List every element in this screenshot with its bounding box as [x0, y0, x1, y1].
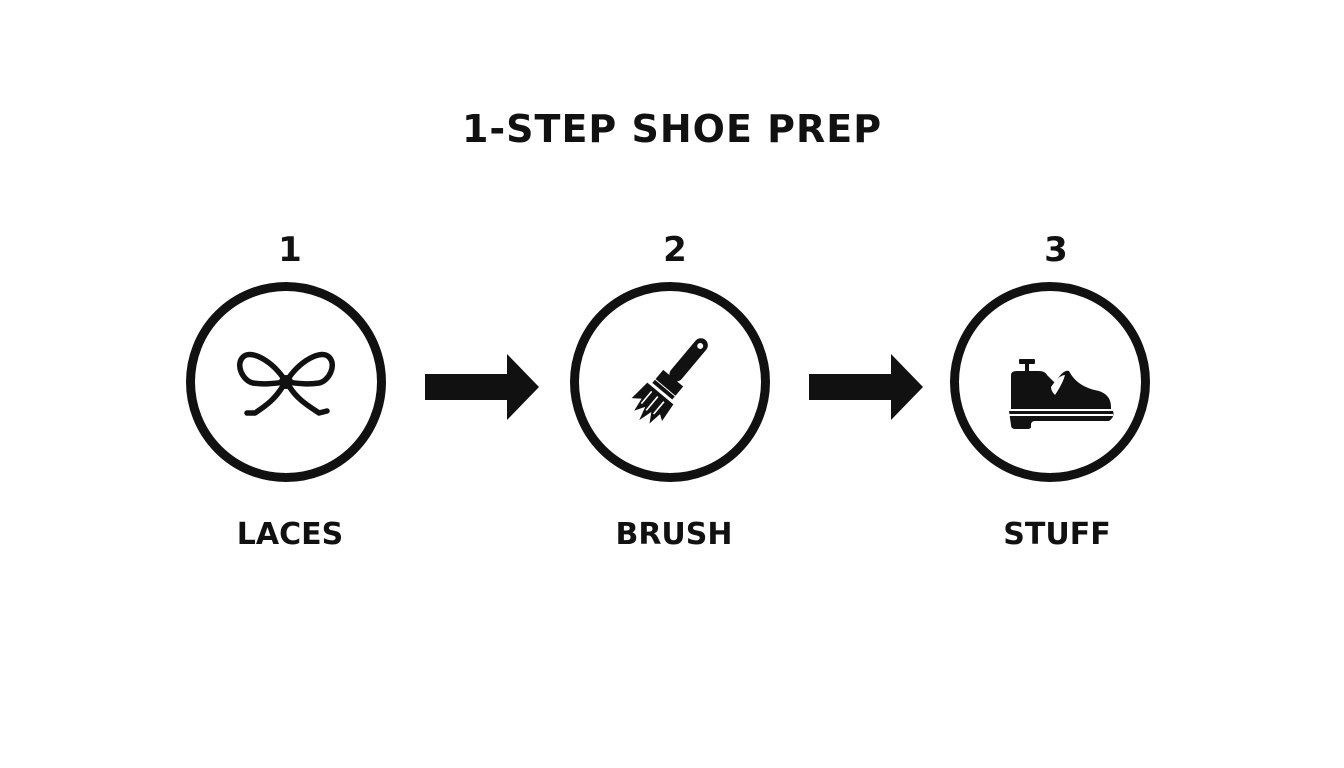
step-3-circle: [950, 282, 1150, 482]
shoe-icon: [1009, 359, 1114, 429]
diagram-title: 1-STEP SHOE PREP: [461, 107, 883, 151]
step-2-number: 2: [663, 230, 687, 270]
arrow-right-icon: [809, 354, 923, 420]
step-2-circle: [570, 282, 770, 482]
step-3-label: STUFF: [1003, 517, 1111, 552]
step-1-label: LACES: [236, 517, 344, 552]
bow-laces-icon: [237, 351, 335, 416]
step-1-circle: [186, 282, 386, 482]
step-1-number: 1: [278, 230, 302, 270]
step-3-number: 3: [1044, 230, 1068, 270]
step-2-label: BRUSH: [615, 517, 733, 552]
paintbrush-icon: [631, 338, 708, 424]
arrow-right-icon: [425, 354, 539, 420]
